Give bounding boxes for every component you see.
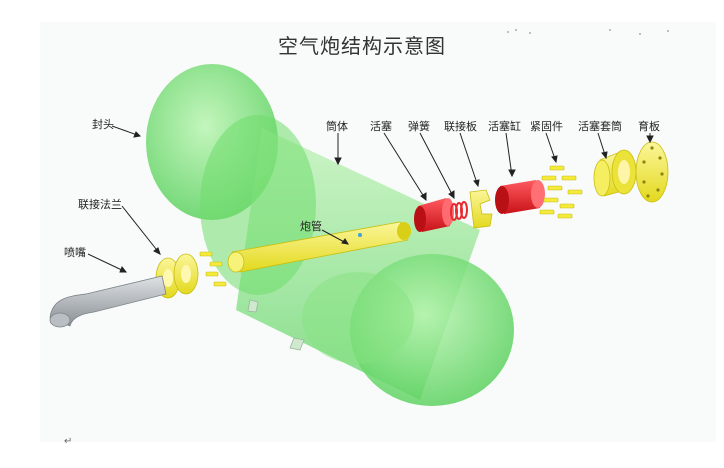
tank-foot bbox=[289, 337, 305, 351]
label-piston-sleeve: 活塞套筒 bbox=[578, 120, 622, 133]
tank bbox=[146, 64, 514, 406]
nozzle bbox=[49, 275, 167, 328]
label-piston: 活塞 bbox=[370, 120, 392, 133]
cannon-tube bbox=[227, 221, 411, 273]
label-spring: 弹簧 bbox=[408, 120, 430, 133]
barrel-rear-ring bbox=[302, 272, 414, 364]
label-back-plate: 育板 bbox=[638, 120, 660, 133]
tank-foot bbox=[247, 299, 259, 313]
connecting-plate bbox=[469, 189, 493, 229]
piston-sleeve bbox=[593, 149, 637, 197]
leader-lines bbox=[87, 125, 654, 273]
spring bbox=[450, 201, 468, 221]
label-cannon-tube: 炮管 bbox=[300, 220, 322, 233]
corner-marks bbox=[507, 29, 669, 35]
label-barrel: 筒体 bbox=[326, 120, 348, 133]
label-connecting-plate: 联接板 bbox=[444, 120, 477, 133]
label-fastener: 紧固件 bbox=[530, 120, 563, 133]
fastener-set bbox=[539, 165, 583, 219]
front-fasteners bbox=[199, 251, 227, 287]
label-flange: 联接法兰 bbox=[78, 198, 122, 211]
piston-cylinder bbox=[495, 180, 545, 214]
label-end-cap: 封头 bbox=[92, 118, 114, 131]
diagram-title: 空气炮结构示意图 bbox=[278, 34, 446, 58]
barrel-rear-cap bbox=[350, 254, 514, 406]
label-piston-cylinder: 活塞缸 bbox=[488, 120, 521, 133]
piston bbox=[414, 198, 454, 232]
back-plate bbox=[635, 141, 669, 203]
paragraph-mark: ↵ bbox=[64, 436, 73, 447]
label-nozzle: 喷嘴 bbox=[64, 246, 86, 259]
